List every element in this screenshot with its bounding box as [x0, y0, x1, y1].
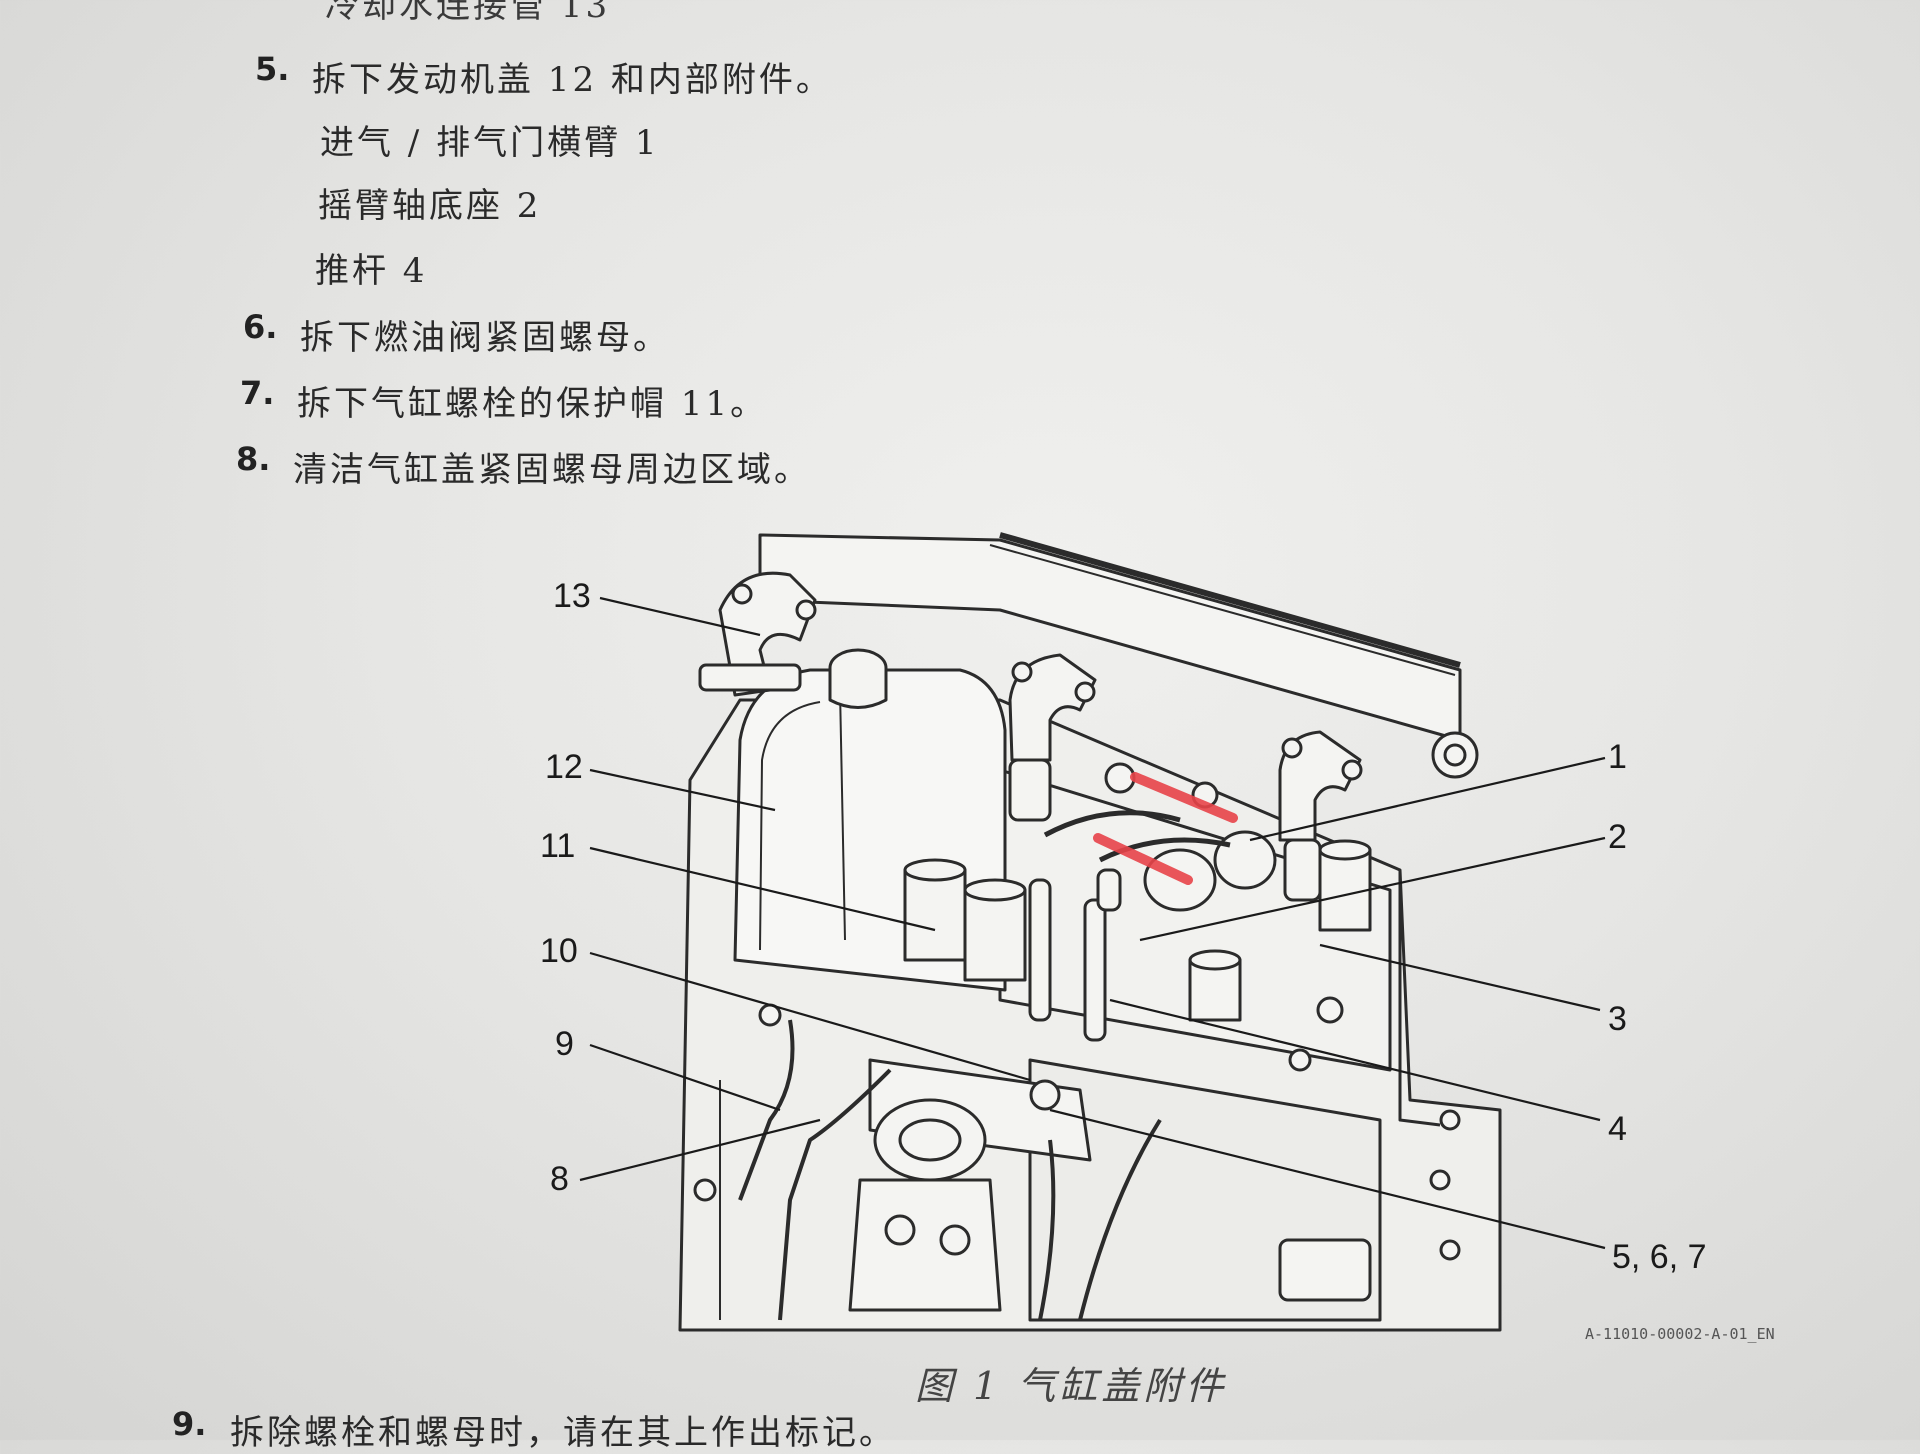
callout-10: 10 — [540, 932, 578, 970]
figure-code: A-11010-00002-A-01_EN — [1585, 1325, 1775, 1343]
callout-3: 3 — [1608, 1000, 1627, 1038]
step-number: 5. — [255, 50, 290, 88]
step-number: 7. — [240, 374, 275, 412]
figure-caption: 图 1 气缸盖附件 — [915, 1364, 1228, 1408]
substep-line: 摇臂轴底座 2 — [318, 186, 542, 226]
step-text: 拆下燃油阀紧固螺母。 — [300, 318, 670, 358]
step-text: 拆除螺栓和螺母时，请在其上作出标记。 — [230, 1413, 896, 1453]
callout-1: 1 — [1608, 738, 1627, 776]
callout-9: 9 — [555, 1025, 574, 1063]
substep-line: 进气 / 排气门横臂 1 — [320, 123, 660, 163]
callout-4: 4 — [1608, 1110, 1627, 1148]
previous-item-line: 冷却水连接管 13 — [325, 0, 611, 26]
step-number: 9. — [172, 1405, 207, 1443]
callout-13: 13 — [553, 577, 591, 615]
callout-12: 12 — [545, 748, 583, 786]
step-text: 拆下发动机盖 12 和内部附件。 — [312, 60, 833, 100]
callout-2: 2 — [1608, 818, 1627, 856]
callout-8: 8 — [550, 1160, 569, 1198]
step-number: 8. — [236, 440, 271, 478]
callout-5-6-7: 5, 6, 7 — [1612, 1238, 1707, 1276]
step-number: 6. — [243, 308, 278, 346]
substep-line: 推杆 4 — [315, 251, 428, 291]
step-text: 拆下气缸螺栓的保护帽 11。 — [297, 384, 768, 424]
callout-11: 11 — [540, 827, 575, 865]
step-text: 清洁气缸盖紧固螺母周边区域。 — [293, 450, 811, 490]
